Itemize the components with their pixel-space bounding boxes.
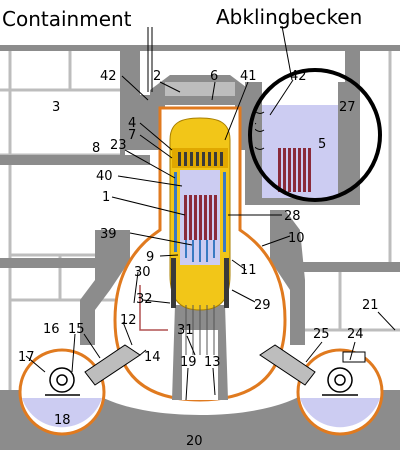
control-rods: [185, 240, 215, 262]
label-7: 7: [128, 128, 136, 143]
fuel-core: [184, 195, 217, 240]
steam-dryer: [178, 152, 223, 166]
label-42-right: 42: [290, 69, 307, 84]
jet-pumps: [174, 172, 226, 252]
concrete-shield-left: [0, 155, 150, 165]
label-13: 13: [204, 355, 221, 370]
label-4: 4: [128, 116, 136, 131]
label-39: 39: [100, 227, 117, 242]
recirc-loop: [139, 285, 168, 331]
concrete-right-floor: [300, 262, 400, 272]
label-20: 20: [186, 434, 203, 449]
label-23: 23: [110, 138, 127, 153]
label-25: 25: [313, 327, 330, 342]
label-12: 12: [120, 313, 137, 328]
label-40: 40: [96, 169, 113, 184]
concrete-shield: [0, 51, 140, 160]
label-24: 24: [347, 327, 364, 342]
label-10: 10: [288, 231, 305, 246]
pool-callout-ring: [248, 68, 382, 202]
shield-plug-cap: [165, 82, 235, 96]
recirc-pipe-right: [224, 258, 229, 308]
label-6: 6: [210, 69, 218, 84]
label-1: 1: [102, 190, 110, 205]
label-8: 8: [92, 141, 100, 156]
label-27: 27: [339, 100, 356, 115]
label-3: 3: [52, 100, 60, 115]
label-15: 15: [68, 322, 85, 337]
wetwell-left: [18, 348, 106, 436]
label-14: 14: [144, 350, 161, 365]
concrete-outer-left: [80, 230, 130, 345]
label-17: 17: [18, 350, 35, 365]
label-18: 18: [54, 413, 71, 428]
vent-header-right: [342, 351, 366, 363]
concrete-outer-right: [270, 210, 305, 345]
top-slab: [0, 45, 400, 51]
vent-pipe-left: [84, 344, 141, 386]
label-30: 30: [134, 265, 151, 280]
wetwell-right: [296, 348, 384, 436]
label-containment: Containment: [2, 7, 132, 31]
vent-pipe-right: [259, 344, 316, 386]
label-42-left: 42: [100, 69, 117, 84]
label-21: 21: [362, 298, 379, 313]
label-29: 29: [254, 298, 271, 313]
label-28: 28: [284, 209, 301, 224]
label-abklingbecken: Abklingbecken: [216, 5, 362, 29]
label-16: 16: [43, 322, 60, 337]
concrete-left-floor: [0, 258, 105, 268]
label-9: 9: [146, 250, 154, 265]
label-31: 31: [177, 323, 194, 338]
recirc-pipe-left: [171, 258, 176, 308]
label-11: 11: [240, 263, 257, 278]
label-41: 41: [240, 69, 257, 84]
spent-fuel-rods: [278, 148, 311, 192]
label-5: 5: [318, 137, 326, 152]
label-32: 32: [136, 292, 153, 307]
drive-housings: [185, 305, 215, 355]
leader-lines: [25, 25, 396, 401]
label-2: 2: [153, 69, 161, 84]
label-19: 19: [180, 355, 197, 370]
